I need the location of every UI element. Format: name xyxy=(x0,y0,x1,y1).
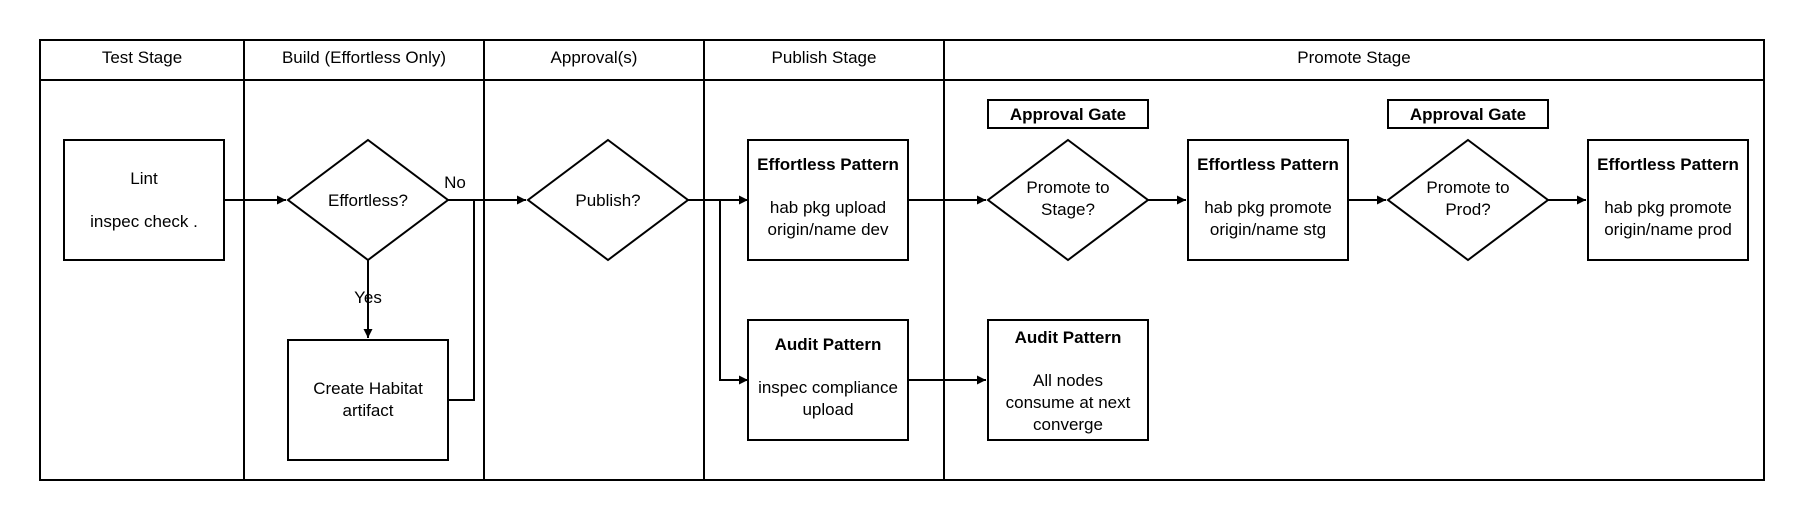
svg-text:origin/name dev: origin/name dev xyxy=(768,220,889,239)
lane-headers: Test Stage Build (Effortless Only) Appro… xyxy=(102,48,1411,67)
svg-text:Approval Gate: Approval Gate xyxy=(1410,105,1526,124)
lane-header-promote: Promote Stage xyxy=(1297,48,1410,67)
svg-text:Audit Pattern: Audit Pattern xyxy=(775,335,882,354)
svg-text:Effortless Pattern: Effortless Pattern xyxy=(1597,155,1739,174)
svg-text:artifact: artifact xyxy=(342,401,393,420)
publish-decision: Publish? xyxy=(526,138,690,262)
approval-gate-prod: Approval Gate xyxy=(1387,99,1549,129)
connectors xyxy=(224,195,1586,401)
svg-text:upload: upload xyxy=(802,400,853,419)
edge-label-yes: Yes xyxy=(354,288,382,307)
svg-text:origin/name prod: origin/name prod xyxy=(1604,220,1732,239)
audit-publish-node: Audit Pattern inspec compliance upload xyxy=(747,319,909,441)
svg-text:hab pkg promote: hab pkg promote xyxy=(1204,198,1332,217)
lane-header-publish: Publish Stage xyxy=(772,48,877,67)
svg-text:Create Habitat: Create Habitat xyxy=(313,379,423,398)
svg-text:Effortless?: Effortless? xyxy=(328,191,408,210)
svg-text:Approval Gate: Approval Gate xyxy=(1010,105,1126,124)
svg-text:hab pkg promote: hab pkg promote xyxy=(1604,198,1732,217)
lane-header-test: Test Stage xyxy=(102,48,182,67)
edge-publish-to-audit xyxy=(719,200,748,385)
effortless-decision: Effortless? xyxy=(286,138,450,262)
audit-promote-node: Audit Pattern All nodes consume at next … xyxy=(987,319,1149,441)
svg-text:Publish?: Publish? xyxy=(575,191,640,210)
svg-text:Promote to: Promote to xyxy=(1426,178,1509,197)
svg-text:Prod?: Prod? xyxy=(1445,200,1490,219)
swimlane-frame xyxy=(39,39,1765,481)
svg-text:All nodes: All nodes xyxy=(1033,371,1103,390)
approval-gate-stage: Approval Gate xyxy=(987,99,1149,129)
svg-text:Promote to: Promote to xyxy=(1026,178,1109,197)
lane-header-approval: Approval(s) xyxy=(551,48,638,67)
svg-text:consume at next: consume at next xyxy=(1006,393,1131,412)
svg-text:Effortless Pattern: Effortless Pattern xyxy=(757,155,899,174)
promote-stage-decision: Promote to Stage? xyxy=(986,138,1150,262)
svg-text:hab pkg upload: hab pkg upload xyxy=(770,198,886,217)
edge-label-no: No xyxy=(444,173,466,192)
create-artifact-node: Create Habitat artifact xyxy=(287,339,449,461)
svg-text:converge: converge xyxy=(1033,415,1103,434)
svg-text:inspec compliance: inspec compliance xyxy=(758,378,898,397)
effortless-publish-node: Effortless Pattern hab pkg upload origin… xyxy=(747,139,909,261)
svg-text:Audit Pattern: Audit Pattern xyxy=(1015,328,1122,347)
effortless-prod-node: Effortless Pattern hab pkg promote origi… xyxy=(1587,139,1749,261)
svg-text:Stage?: Stage? xyxy=(1041,200,1095,219)
promote-prod-decision: Promote to Prod? xyxy=(1386,138,1550,262)
edge-artifact-to-publish xyxy=(448,200,475,401)
lint-node: Lint inspec check . xyxy=(63,139,225,261)
pool-border xyxy=(39,39,1765,481)
svg-text:Effortless Pattern: Effortless Pattern xyxy=(1197,155,1339,174)
svg-text:origin/name stg: origin/name stg xyxy=(1210,220,1326,239)
lane-header-build: Build (Effortless Only) xyxy=(282,48,446,67)
effortless-stg-node: Effortless Pattern hab pkg promote origi… xyxy=(1187,139,1349,261)
svg-text:Lint: Lint xyxy=(130,169,158,188)
svg-text:inspec check .: inspec check . xyxy=(90,212,198,231)
